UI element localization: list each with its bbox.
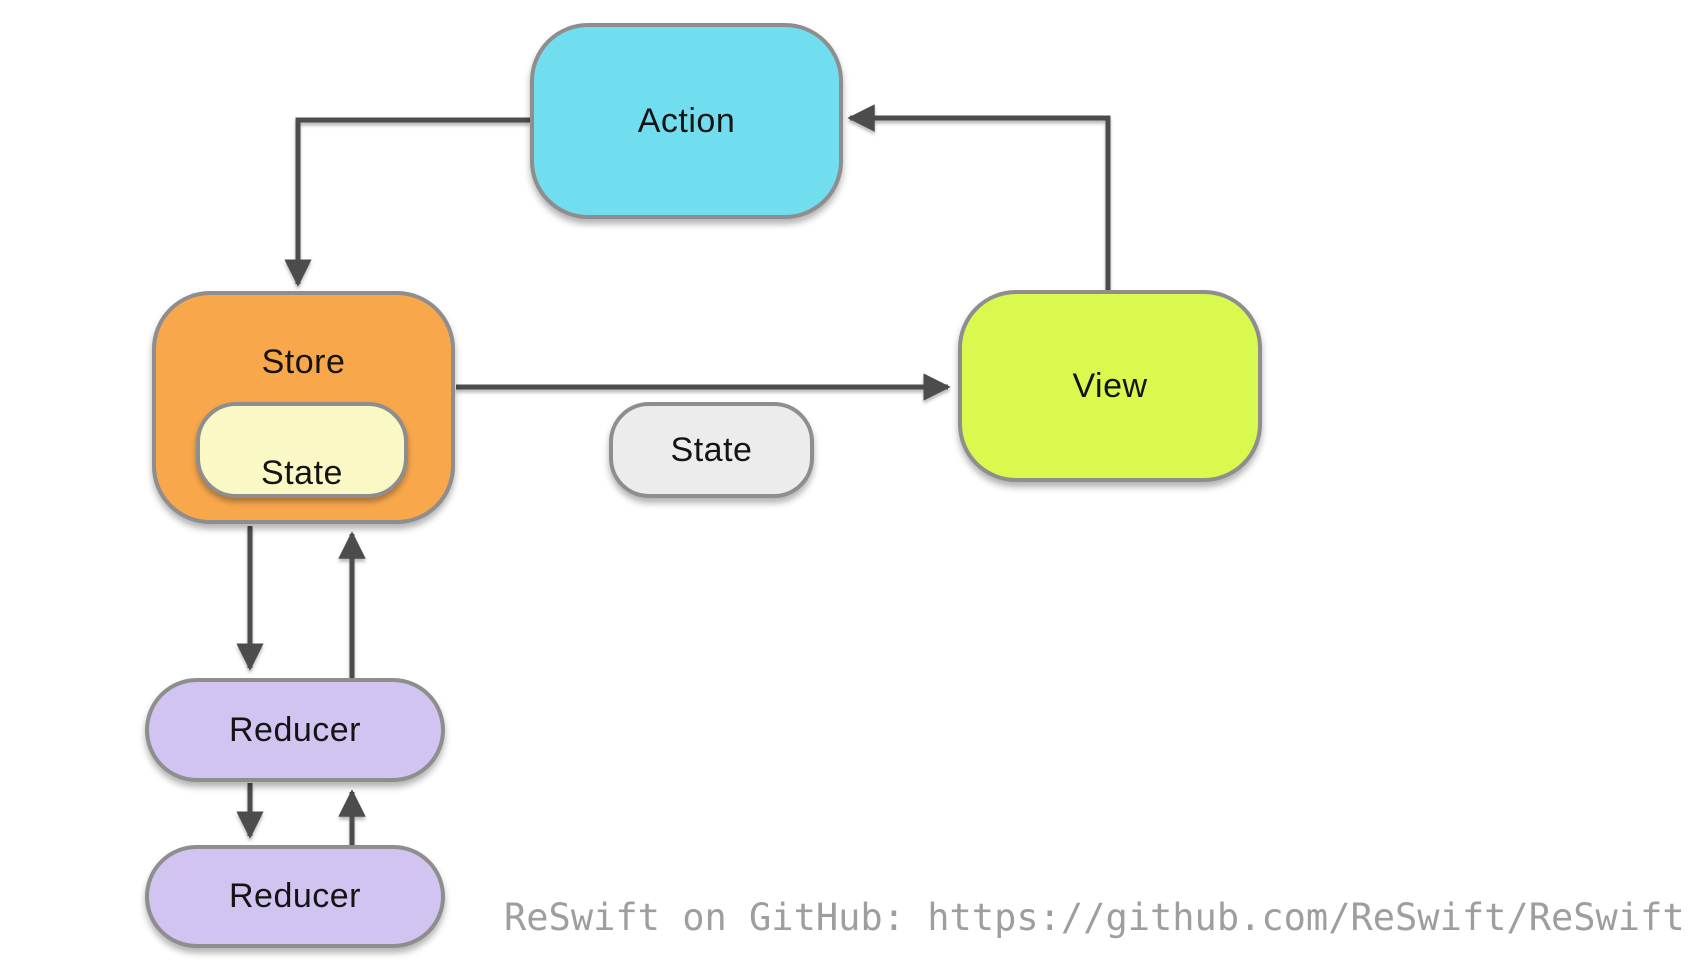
node-state-passed-label: State (670, 430, 753, 469)
node-view-label: View (1072, 366, 1148, 405)
arrow-view-to-action (847, 104, 1111, 290)
node-view: View (958, 290, 1262, 482)
node-store-label: Store (261, 343, 346, 381)
node-store-state: State (196, 402, 408, 498)
node-state-passed: State (609, 402, 814, 498)
node-store-state-label: State (261, 454, 343, 492)
footer-credit-text: ReSwift on GitHub: https://github.com/Re… (504, 896, 1685, 939)
arrow-action-to-store (284, 117, 530, 287)
node-store: Store State (152, 291, 455, 524)
node-reducer-bottom: Reducer (145, 845, 445, 948)
node-action-label: Action (637, 101, 736, 140)
node-reducer-bottom-label: Reducer (228, 877, 361, 915)
node-reducer-top-label: Reducer (228, 710, 361, 749)
node-action: Action (530, 23, 843, 219)
node-reducer-top: Reducer (145, 678, 445, 782)
